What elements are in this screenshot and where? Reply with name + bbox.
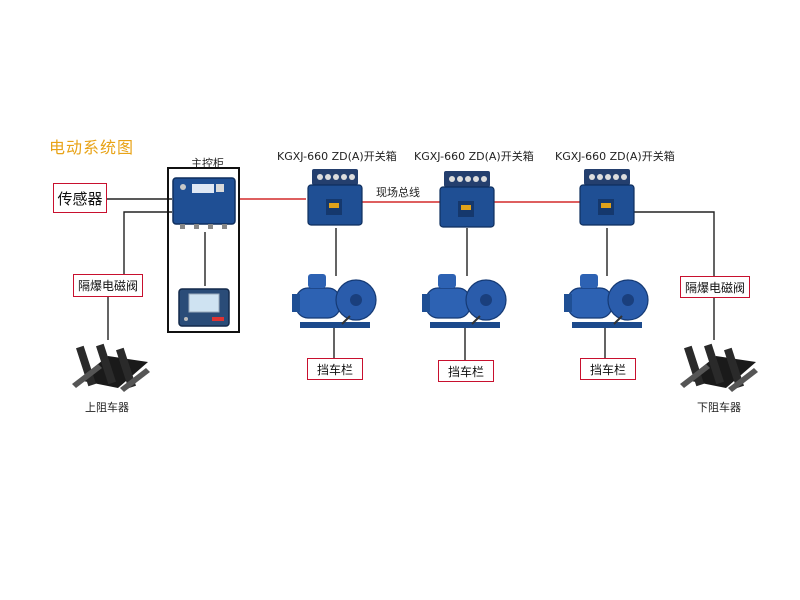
barrier-label-3: 挡车栏 [580, 358, 636, 380]
main-cabinet-label: 主控柜 [191, 157, 224, 170]
switch-box-label-1: KGXJ-660 ZD(A)开关箱 [277, 150, 397, 163]
motor-icon [564, 274, 649, 328]
motor-icon [422, 274, 507, 328]
left-valve-wire [123, 211, 172, 274]
switch-box-label-3: KGXJ-660 ZD(A)开关箱 [555, 150, 675, 163]
right-valve-wire [633, 211, 715, 276]
upper-stopper-label: 上阻车器 [85, 401, 129, 414]
valve-left-label: 隔爆电磁阀 [73, 274, 143, 297]
switch-box-icon [439, 171, 495, 228]
main-cabinet-frame [167, 167, 240, 333]
switch-box-icon [307, 169, 363, 226]
switch-box-icon [579, 169, 635, 226]
barrier-label-2: 挡车栏 [438, 360, 494, 382]
switch-box-label-2: KGXJ-660 ZD(A)开关箱 [414, 150, 534, 163]
lower-stopper-label: 下阻车器 [697, 401, 741, 414]
sensor-label: 传感器 [53, 183, 107, 213]
lower-stopper-icon [680, 343, 758, 392]
valve-right-label: 隔爆电磁阀 [680, 276, 750, 298]
control-box-icon [172, 177, 236, 229]
diagram-title: 电动系统图 [49, 138, 135, 157]
motor-icon [292, 274, 377, 328]
upper-stopper-icon [72, 343, 150, 392]
barrier-label-1: 挡车栏 [307, 358, 363, 380]
field-bus-label: 现场总线 [376, 186, 420, 199]
control-screen-icon [178, 288, 230, 327]
